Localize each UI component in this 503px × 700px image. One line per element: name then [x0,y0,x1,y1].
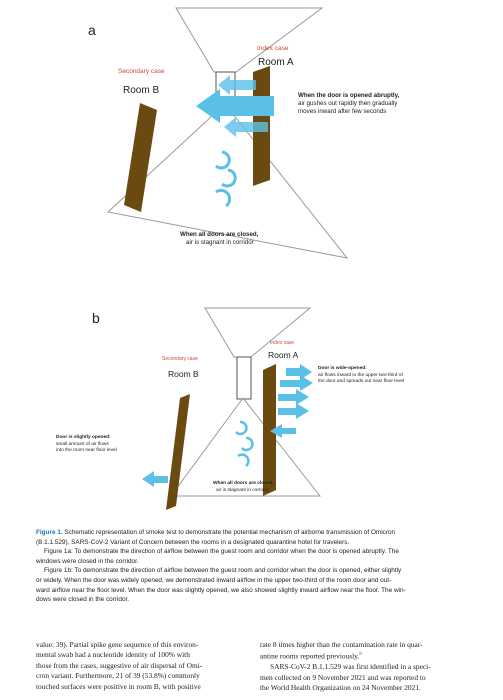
body-line: mental swab had a nucleotide identity of… [36,650,190,660]
caption-line: windows were closed in the corridor. [36,557,139,565]
secondary-case-label-b: Secondary case [162,356,198,362]
caption-line: Figure 1. Schematic representation of sm… [36,529,396,536]
corridor-neck-b [236,356,252,400]
reference-superscript[interactable]: 8 [359,652,362,658]
body-column-left: value: 39). Partial spike gene sequence … [36,640,246,692]
panel-b-letter: b [92,310,100,326]
body-line: cron variant. Furthermore, 21 of 39 (53.… [36,671,200,681]
secondary-case-label-a: Secondary case [118,68,165,75]
swirl-icon [215,150,231,170]
gush-arrow [196,89,274,123]
caption-lead: Figure 1. [36,529,63,536]
door-room-b-b [166,394,190,510]
gush-arrow [218,75,256,95]
room-b-label-a: Room B [123,85,160,96]
index-case-label-b: Index case [270,340,295,346]
inflow-arrow [280,375,313,391]
corridor-upper-a [175,7,324,73]
caption-line: (B.1.1.529), SARS-CoV-2 Variant of Conce… [36,538,350,546]
caption-line: dows were closed in the corridor. [36,596,130,604]
body-line: the World Health Organization on 24 Nove… [260,683,421,693]
swirl-arrows-a [215,150,237,208]
inflow-arrow [278,403,309,419]
body-line: SARS-CoV-2 B.1.1.529 was first identifie… [270,662,431,672]
note-doors-closed-b: When all doors are closed, air is stagna… [213,481,274,493]
swirl-icon [237,453,250,467]
note-wide-opened-b: Door is wide-opened: air flows inward in… [318,366,405,384]
caption-line: Figure 1b: To demonstrate the direction … [44,567,402,575]
gush-arrows-a [196,75,274,137]
index-case-label-a: Index case [257,45,289,52]
body-line: men collected on 9 November 2021 and was… [260,672,426,682]
room-a-label-b: Room A [268,350,299,360]
door-room-a-b [263,364,276,496]
panel-b-diagram [142,307,322,510]
note-door-opened-a: When the door is opened abruptly, air gu… [298,92,400,115]
swirl-arrows-b [235,420,254,467]
caption-line: Figure 1a: To demonstrate the direction … [44,548,399,556]
door-room-b-a [124,103,157,212]
outflow-arrow [270,424,296,438]
swirl-icon [221,168,237,188]
corridor-lower-b [170,397,322,497]
inflow-arrow [278,389,309,405]
gush-arrow [224,117,268,137]
body-line: antine rooms reported previously.8 [260,651,362,661]
room-a-label-a: Room A [258,57,294,68]
corridor-lower-a [106,103,349,259]
body-column-right: rate 8 times higher than the contaminati… [260,640,474,694]
note-doors-closed-a: When all doors are closed, air is stagna… [180,231,259,246]
room-b-label-b: Room B [168,369,199,379]
caption-line: or widely. When the door was widely open… [36,576,392,584]
note-slight-opened-b: Door is slightly opened: small amount of… [56,435,117,453]
body-line: those from the cases, suggestive of air … [36,660,203,670]
body-line: rate 8 times higher than the contaminati… [260,640,423,649]
panel-a-diagram [106,7,349,259]
panel-a-letter: a [88,22,96,38]
wide-open-arrows-b [270,364,313,438]
slight-inflow-arrow [142,471,168,487]
body-line: touched surfaces were positive in room B… [36,681,201,691]
swirl-icon [235,420,248,436]
body-line: value: 39). Partial spike gene sequence … [36,640,199,649]
caption-line: ward airflow near the floor level. When … [36,586,406,594]
figure-caption: Figure 1. Schematic representation of sm… [36,528,476,605]
swirl-icon [241,436,254,452]
swirl-icon [215,188,232,208]
inflow-arrow [286,364,312,380]
